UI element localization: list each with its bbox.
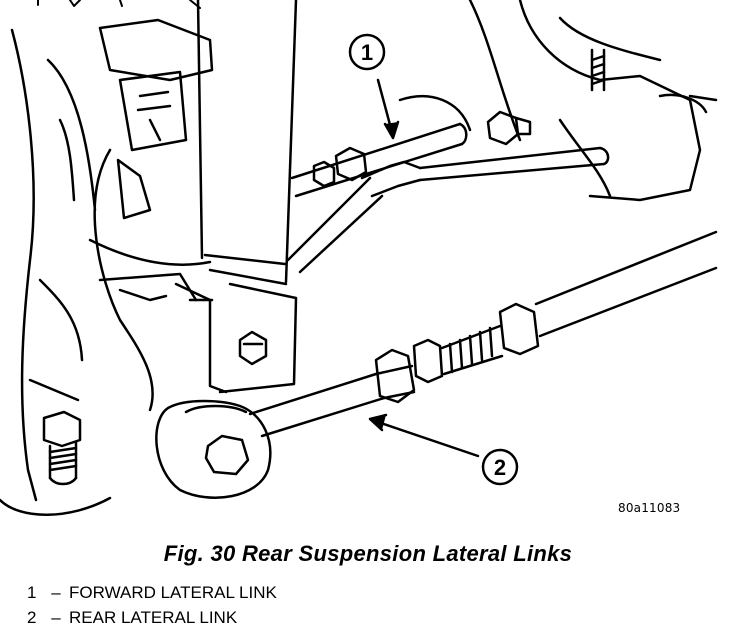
figure-id: 80a11083 <box>618 501 681 515</box>
forward-lateral-link <box>286 122 610 274</box>
legend-item: 2–REAR LATERAL LINK <box>27 605 277 630</box>
legend-item-number: 1 <box>27 583 37 602</box>
legend-separator: – <box>51 608 61 627</box>
rear-lateral-link <box>248 230 718 438</box>
shock-absorber <box>196 0 298 286</box>
callout-1-number: 1 <box>361 40 373 65</box>
crossmember-stud <box>590 48 606 92</box>
upper-mount-bracket <box>98 18 214 220</box>
legend-item-number: 2 <box>27 608 37 627</box>
knuckle-clevis <box>88 238 298 394</box>
left-stud-bolt <box>42 410 82 486</box>
legend-separator: – <box>51 583 61 602</box>
callout-2 <box>368 413 519 486</box>
legend-item: 1–FORWARD LATERAL LINK <box>27 580 277 605</box>
clevis-bolt <box>238 330 268 366</box>
legend: 1–FORWARD LATERAL LINK 2–REAR LATERAL LI… <box>27 580 277 630</box>
crossmember-nut <box>486 110 532 146</box>
legend-item-label: FORWARD LATERAL LINK <box>69 583 277 602</box>
knuckle-body <box>0 28 154 516</box>
callout-1 <box>348 33 400 140</box>
figure-caption: Fig. 30 Rear Suspension Lateral Links <box>163 541 573 566</box>
rear-link-bushing <box>155 399 272 499</box>
callout-2-number: 2 <box>494 455 506 480</box>
legend-item-label: REAR LATERAL LINK <box>69 608 238 627</box>
crossmember <box>398 0 718 202</box>
